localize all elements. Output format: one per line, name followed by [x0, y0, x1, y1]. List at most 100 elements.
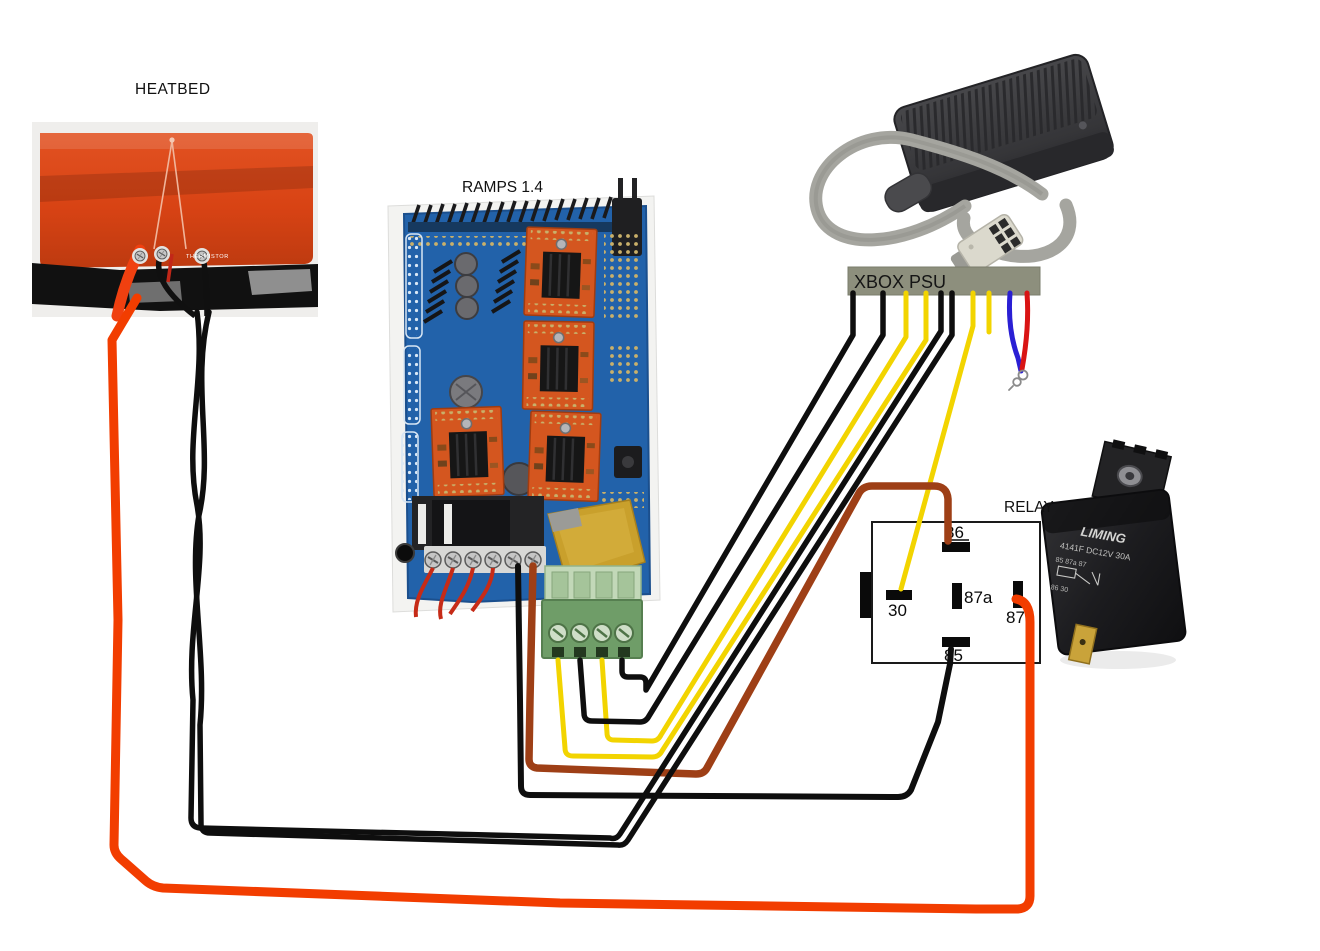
- wire-psu-black-to-terminal-4: [619, 290, 856, 693]
- ramps-terminal-screw: [424, 551, 442, 569]
- relay-body: LIMING 4141F DC12V 30A 85 87a 87 86 30: [1040, 488, 1187, 656]
- green-terminal-screw: [613, 622, 635, 644]
- ramps-capacitor: [455, 274, 479, 298]
- green-terminal-screw: [591, 622, 613, 644]
- relay-brass-pin: [1067, 623, 1098, 665]
- relay-pin-bar-87a: [952, 583, 962, 609]
- psu-cable-shade: [813, 135, 1044, 242]
- wire-heatbed-to-relay-87: [107, 293, 1035, 914]
- ramps-gold-clip: [548, 508, 582, 532]
- ramps-label: RAMPS 1.4: [462, 179, 543, 196]
- relay-pin-bar-85: [942, 637, 970, 647]
- ramps-terminal-screw: [444, 551, 462, 569]
- xbox-psu-photo: [809, 53, 1114, 273]
- ramps-mosfet-dark: [432, 500, 510, 546]
- psu-ferrite: [884, 172, 933, 213]
- relay-pin-label-30: 30: [888, 601, 907, 620]
- ramps-capacitor-cross: [455, 383, 477, 401]
- ramps-mounting-hole: [395, 543, 415, 563]
- heatbed-photo: THERMISTOR: [32, 122, 318, 322]
- stepper-driver-4: [429, 405, 506, 499]
- ramps-top-header-pins: [410, 196, 613, 227]
- ramps-hole-strip-dots: [403, 434, 417, 500]
- ramps-hole-strip-dots: [405, 348, 419, 422]
- heatbed-label: HEATBED: [135, 81, 211, 98]
- heatbed-board: [40, 133, 313, 268]
- relay-pin-label-87a: 87a: [964, 588, 993, 607]
- green-terminal-notch: [574, 647, 586, 657]
- ramps-photo-red-wire: [438, 567, 455, 620]
- ramps-hole-strip: [403, 345, 421, 425]
- heatbed-screw: [156, 248, 168, 260]
- green-terminal-notch: [618, 647, 630, 657]
- ramps-standoff: [418, 504, 426, 544]
- relay-pin-bar-left: [860, 572, 871, 618]
- ramps-power-pin: [618, 178, 623, 200]
- wire-ramps-to-relay-86: [525, 482, 952, 778]
- ramps-photo-red-wire: [413, 567, 435, 618]
- relay-pin-label-87: 87: [1006, 608, 1025, 627]
- wire-lug: [1008, 369, 1029, 391]
- ramps-hole-strip: [405, 233, 423, 339]
- green-connector-slot: [573, 571, 591, 599]
- wire-psu-blue: [1007, 290, 1024, 374]
- relay-pin-bar-87: [1013, 581, 1023, 608]
- ramps-terminal-screw: [484, 551, 502, 569]
- relay-pin-bar-86: [942, 542, 970, 552]
- heatbed-screw: [134, 250, 146, 262]
- ramps-hole-row: [410, 236, 530, 250]
- thermistor-label: THERMISTOR: [186, 254, 229, 260]
- ramps-photo: [387, 178, 661, 659]
- ramps-pad-grid: [608, 342, 640, 382]
- psu-bar-label: XBOX PSU: [854, 272, 946, 292]
- stepper-driver-2: [521, 319, 596, 412]
- heatbed-photo-red-stub: [166, 253, 174, 283]
- heatbed-frame-metal-right: [248, 269, 312, 295]
- green-connector-slot: [595, 571, 613, 599]
- green-connector-slot: [617, 571, 635, 599]
- relay-label: RELAY: [1004, 499, 1054, 516]
- relay-schematic-glyph: [1056, 565, 1101, 586]
- psu-bar: [847, 266, 1041, 296]
- wire-ramps-to-relay-85: [515, 563, 954, 800]
- stepper-driver-3: [526, 409, 603, 503]
- heatbed-highlight-band: [40, 133, 313, 149]
- wire-psu-red: [1019, 290, 1031, 372]
- ramps-hole-strip-dots: [407, 236, 421, 336]
- wire-psu-yellow-to-relay-30: [898, 290, 976, 592]
- heatbed-shadow-band: [40, 166, 313, 202]
- heatbed-trace-lines: [153, 140, 187, 250]
- relay-pin-bar-30: [886, 590, 912, 600]
- ramps-pad-grid: [604, 232, 640, 320]
- ramps-capacitor: [454, 252, 478, 276]
- ramps-terminal-screw: [464, 551, 482, 569]
- wire-psu-yellow-to-terminal-1: [555, 290, 929, 760]
- psu-cable-tail: [956, 198, 1077, 263]
- relay-photo: LIMING 4141F DC12V 30A 85 87a 87 86 30: [1040, 439, 1187, 669]
- ramps-standoff: [444, 504, 452, 544]
- wire-psu-black-to-terminal-2: [577, 290, 886, 725]
- green-terminal-block: [541, 599, 643, 659]
- wire-heatbed-ground-b: [192, 290, 955, 848]
- green-terminal-notch: [552, 647, 564, 657]
- green-terminal-screw: [547, 622, 569, 644]
- wire-psu-yellow-to-terminal-3: [599, 290, 909, 744]
- ramps-capacitor: [455, 296, 479, 320]
- green-terminal-screw: [569, 622, 591, 644]
- green-terminal-notch: [596, 647, 608, 657]
- ramps-angled-header-mid: [490, 249, 522, 314]
- wire-heatbed-ground-a: [188, 290, 944, 842]
- psu-label-bar: XBOX PSU: [847, 266, 1041, 296]
- ramps-reset-cap: [622, 456, 634, 468]
- ramps-angled-header-left: [422, 259, 454, 324]
- ramps-photo-red-wire: [470, 567, 495, 613]
- ramps-power-pin: [632, 178, 637, 200]
- relay-pin-row-bottom: 86 30: [1050, 584, 1069, 594]
- stepper-driver-1: [522, 225, 599, 319]
- wires: [107, 290, 1035, 914]
- ramps-top-header-base: [408, 222, 612, 232]
- green-connector-slot: [551, 571, 569, 599]
- ramps-hole-strip: [401, 431, 419, 503]
